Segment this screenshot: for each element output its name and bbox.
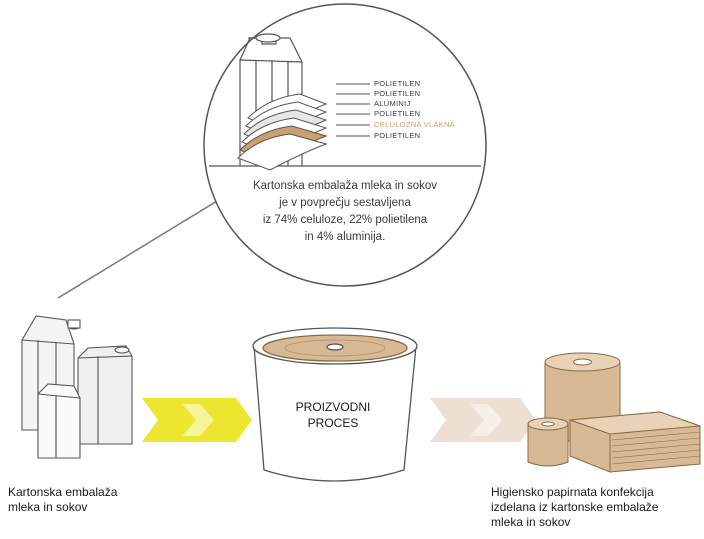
output-caption: Higiensko papirnata konfekcija izdelana … bbox=[491, 485, 659, 529]
process-vessel bbox=[252, 327, 418, 482]
output-arrow bbox=[430, 398, 536, 442]
input-arrow bbox=[142, 398, 252, 442]
magnifier-circle bbox=[203, 3, 487, 287]
layer-label-4: POLIETILEN bbox=[374, 109, 421, 118]
layer-leader-lines bbox=[336, 83, 370, 137]
process-label: PROIZVODNI PROCES bbox=[295, 400, 371, 430]
callout-line bbox=[57, 197, 223, 299]
paper-products-illustration bbox=[527, 352, 701, 473]
layer-label-3: ALUMINIJ bbox=[374, 99, 411, 108]
layer-label-5: CELULOZNA VLAKNA bbox=[374, 120, 456, 129]
layer-label-2: POLIETILEN bbox=[374, 89, 421, 98]
composition-description: Kartonska embalaža mleka in sokov je v p… bbox=[252, 180, 438, 243]
input-caption: Kartonska embalaža mleka in sokov bbox=[8, 485, 118, 514]
material-layers-illustration bbox=[237, 93, 328, 171]
milk-cartons-illustration bbox=[21, 315, 133, 459]
layer-label-6: POLIETILEN bbox=[374, 131, 421, 140]
layer-label-1: POLIETILEN bbox=[374, 79, 421, 88]
